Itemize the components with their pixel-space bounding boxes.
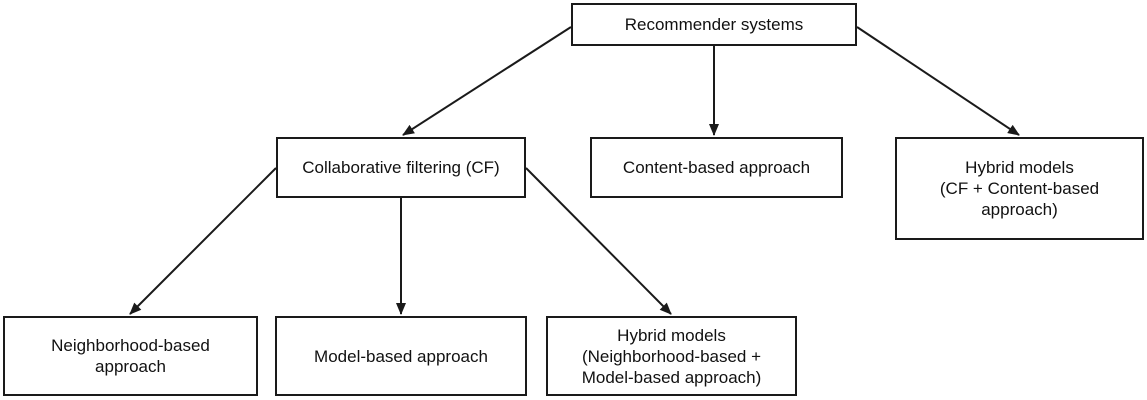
node-label-line: (Neighborhood-based + <box>581 346 762 366</box>
node-label-line: Hybrid models <box>965 158 1074 177</box>
node-label-line: Neighborhood-based <box>51 336 210 355</box>
node-label-line: Hybrid models <box>617 325 726 345</box>
node-recommender-systems-label: Recommender systems <box>625 14 804 35</box>
node-label-line: Model-based approach) <box>581 367 762 387</box>
node-label-line: approach) <box>981 200 1058 219</box>
edge-root-to-hybrid-models <box>856 26 1020 136</box>
node-label-line: Collaborative filtering (CF) <box>302 158 500 177</box>
node-neighborhood-based-approach: Neighborhood-based approach <box>3 316 258 396</box>
node-hybrid-models-neighborhood-model: Hybrid models (Neighborhood-based + Mode… <box>546 316 797 396</box>
node-content-based-approach-label: Content-based approach <box>623 157 810 178</box>
node-label-line: (CF + Content-based <box>939 179 1100 198</box>
node-content-based-approach: Content-based approach <box>590 137 843 198</box>
node-hybrid-models-neighborhood-model-label: Hybrid models (Neighborhood-based + Mode… <box>582 325 762 388</box>
node-model-based-approach-label: Model-based approach <box>314 346 488 367</box>
node-label-line: Model-based approach <box>314 346 488 366</box>
node-label-line: Content-based approach <box>622 158 811 177</box>
node-recommender-systems: Recommender systems <box>571 3 857 46</box>
edge-cf-to-neighborhood <box>129 167 277 315</box>
node-label-line: approach <box>95 357 166 376</box>
node-collaborative-filtering: Collaborative filtering (CF) <box>276 137 526 198</box>
node-hybrid-models-cf-content-label: Hybrid models (CF + Content-based approa… <box>940 157 1099 220</box>
edge-root-to-cf <box>402 26 572 136</box>
node-collaborative-filtering-label: Collaborative filtering (CF) <box>302 157 499 178</box>
node-model-based-approach: Model-based approach <box>275 316 527 396</box>
node-hybrid-models-cf-content: Hybrid models (CF + Content-based approa… <box>895 137 1144 240</box>
edge-cf-to-hybrid-cf <box>525 167 672 315</box>
node-neighborhood-based-approach-label: Neighborhood-based approach <box>51 335 210 377</box>
node-label-line: Recommender systems <box>624 15 804 34</box>
